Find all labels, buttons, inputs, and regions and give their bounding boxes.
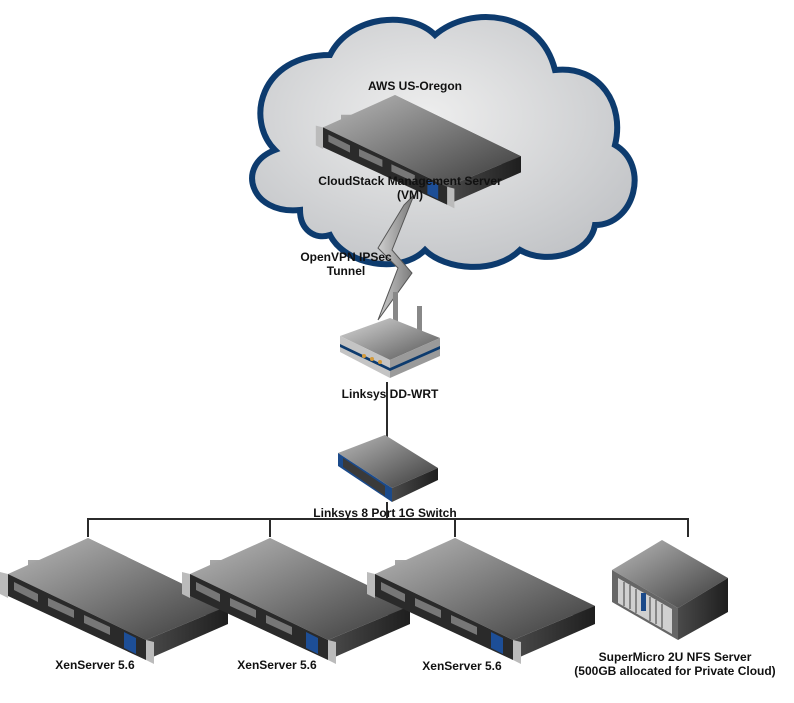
xen1-server-icon xyxy=(0,538,228,664)
switch-label: Linksys 8 Port 1G Switch xyxy=(313,506,457,520)
xen2-server-icon xyxy=(182,538,410,664)
xen1-label: XenServer 5.6 xyxy=(55,658,135,672)
tunnel-label: OpenVPN IPSec Tunnel xyxy=(296,250,396,278)
mgmt-server-label-line2: (VM) xyxy=(397,188,423,202)
xen2-label: XenServer 5.6 xyxy=(237,658,317,672)
bus-line xyxy=(87,518,689,537)
nfs-label: SuperMicro 2U NFS Server (500GB allocate… xyxy=(565,650,785,678)
router-label: Linksys DD-WRT xyxy=(341,387,439,401)
tunnel-label-line2: Tunnel xyxy=(326,264,366,278)
nfs-label-line2: (500GB allocated for Private Cloud) xyxy=(574,664,776,678)
xen3-label: XenServer 5.6 xyxy=(422,659,502,673)
cloud-label: AWS US-Oregon xyxy=(367,79,462,93)
xen3-server-icon xyxy=(367,538,595,664)
nfs-label-line1: SuperMicro 2U NFS Server xyxy=(598,650,752,664)
switch-icon xyxy=(338,435,438,502)
tunnel-label-line1: OpenVPN IPSec xyxy=(300,250,392,264)
mgmt-server-label: CloudStack Management Server (VM) xyxy=(300,174,520,202)
nfs-server-icon xyxy=(612,540,728,640)
router-icon xyxy=(340,292,440,378)
mgmt-server-label-line1: CloudStack Management Server xyxy=(318,174,502,188)
tunnel-lightning-icon xyxy=(377,194,415,321)
